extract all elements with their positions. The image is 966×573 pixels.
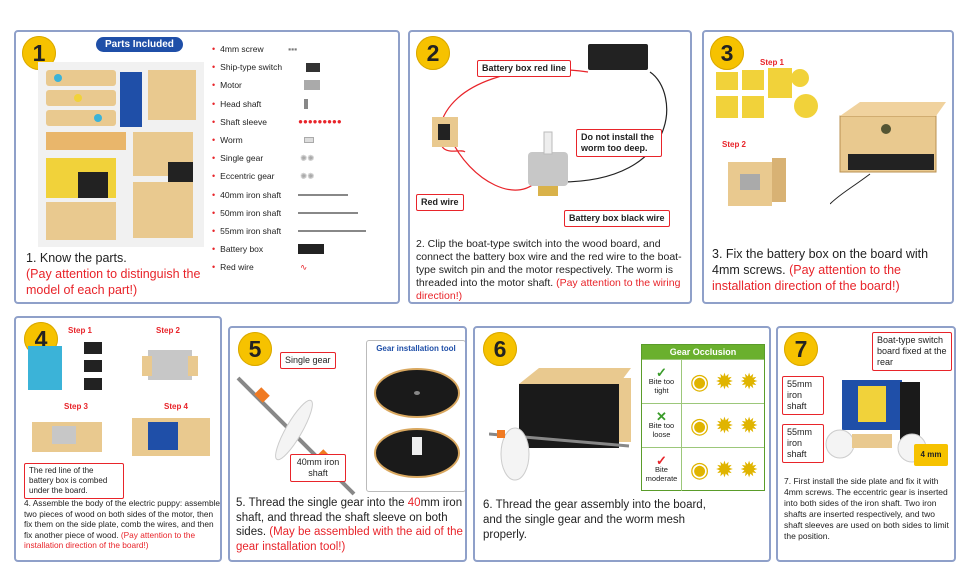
- label-battery-red-line: Battery box red line: [477, 60, 572, 77]
- step-3-parts: [716, 68, 818, 118]
- step-6-badge: 6: [483, 332, 517, 366]
- step-6-caption: 6. Thread the gear assembly into the boa…: [483, 499, 706, 541]
- step-3-box-image: [728, 158, 786, 206]
- puppy-image: [825, 380, 927, 463]
- gear-occlusion-table: Gear Occlusion ✓Bite too tight ◉ ✹ ✹ ✕Bi…: [641, 344, 765, 491]
- step-2-panel: 2 Battery box red line Do not install th…: [408, 30, 692, 304]
- part-item: •Ship-type switch: [212, 58, 392, 76]
- step-7-panel: 7 Boat-type switch board fixed at the re…: [776, 326, 956, 562]
- label-40mm-shaft: 40mm iron shaft: [290, 454, 346, 482]
- occlusion-row: ✓Bite moderate ◉ ✹ ✹: [642, 447, 764, 491]
- step-4-s1-label: Step 1: [68, 326, 93, 335]
- part-item: •Head shaft: [212, 95, 392, 113]
- part-item: •4mm screw▪▪▪: [212, 44, 298, 55]
- step-4-s4-label: Step 4: [164, 402, 189, 411]
- part-item: •Single gear✺✺: [212, 152, 315, 164]
- step-4-caption: 4. Assemble the body of the electric pup…: [24, 498, 221, 550]
- label-worm-depth: Do not install the worm too deep.: [576, 129, 662, 157]
- step-4-images-bottom: [32, 418, 210, 456]
- part-item: •40mm iron shaft: [212, 186, 392, 204]
- label-switch-board: Boat-type switch board fixed at the rear: [872, 332, 952, 371]
- step-2-caption: 2. Clip the boat-type switch into the wo…: [416, 238, 682, 302]
- step-3-assembled-image: [830, 102, 946, 205]
- step-4-s3-label: Step 3: [64, 402, 89, 411]
- step-4-s2-label: Step 2: [156, 326, 181, 335]
- part-item: •Battery box: [212, 240, 392, 258]
- tool-discs: [374, 368, 460, 478]
- step-4-images-top: [28, 342, 198, 390]
- gear-assembly-image: [489, 368, 631, 481]
- step-5-badge: 5: [238, 332, 272, 366]
- step-4-callout: The red line of the battery box is combe…: [24, 463, 124, 499]
- step-5-panel: 5 Single gear 40mm iron shaft Gear insta…: [228, 326, 467, 562]
- step-4-panel: 4 Step 1 Step 2 Step 3 Step 4 The red li…: [14, 316, 222, 562]
- step-3-caption: 3. Fix the battery box on the board with…: [712, 247, 929, 293]
- step-2-badge: 2: [416, 36, 450, 70]
- parts-sheet-image: [38, 62, 204, 247]
- step-3-step1-label: Step 1: [760, 58, 785, 67]
- parts-included-title: Parts Included: [96, 37, 183, 52]
- step-7-caption: 7. First install the side plate and fix …: [784, 476, 949, 541]
- part-item: •Worm: [212, 131, 392, 149]
- part-item: •Motor: [212, 76, 392, 94]
- screw-size-label: 4 mm: [920, 450, 942, 459]
- part-item: •Eccentric gear✺✺: [212, 170, 315, 182]
- part-item: •55mm iron shaft: [212, 222, 392, 240]
- occlusion-row: ✓Bite too tight ◉ ✹ ✹: [642, 359, 764, 403]
- occlusion-title: Gear Occlusion: [642, 345, 764, 359]
- part-item: •Red wire∿: [212, 261, 308, 273]
- label-battery-black-wire: Battery box black wire: [564, 210, 670, 227]
- step-1-caption: 1. Know the parts. (Pay attention to dis…: [26, 251, 201, 297]
- label-shaft-a: 55mm iron shaft: [782, 376, 824, 415]
- part-item: •50mm iron shaft: [212, 204, 392, 222]
- tool-title: Gear installation tool: [376, 344, 456, 353]
- part-item: •Shaft sleeve●●●●●●●●●: [212, 116, 342, 127]
- occlusion-row: ✕Bite too loose ◉ ✹ ✹: [642, 403, 764, 447]
- step-3-panel: 3 Step 1 Step 2 3. Fix the battery box o…: [702, 30, 954, 304]
- step-1-panel: 1 Parts Included •4mm screw▪▪▪ •Ship-typ…: [14, 30, 400, 304]
- step-7-badge: 7: [784, 332, 818, 366]
- label-single-gear: Single gear: [280, 352, 336, 369]
- step-5-caption: 5. Thread the single gear into the 40mm …: [236, 497, 463, 553]
- step-3-step2-label: Step 2: [722, 140, 747, 149]
- gear-installation-tool: Gear installation tool: [366, 340, 465, 492]
- screw-size-badge: 4 mm: [914, 444, 948, 466]
- step-3-badge: 3: [710, 36, 744, 70]
- parts-list: •4mm screw▪▪▪ •Ship-type switch •Motor •…: [212, 40, 392, 276]
- step-6-panel: 6 Gear Occlusion ✓Bite too tight ◉ ✹ ✹ ✕…: [473, 326, 771, 562]
- label-shaft-b: 55mm iron shaft: [782, 424, 824, 463]
- label-red-wire: Red wire: [416, 194, 464, 211]
